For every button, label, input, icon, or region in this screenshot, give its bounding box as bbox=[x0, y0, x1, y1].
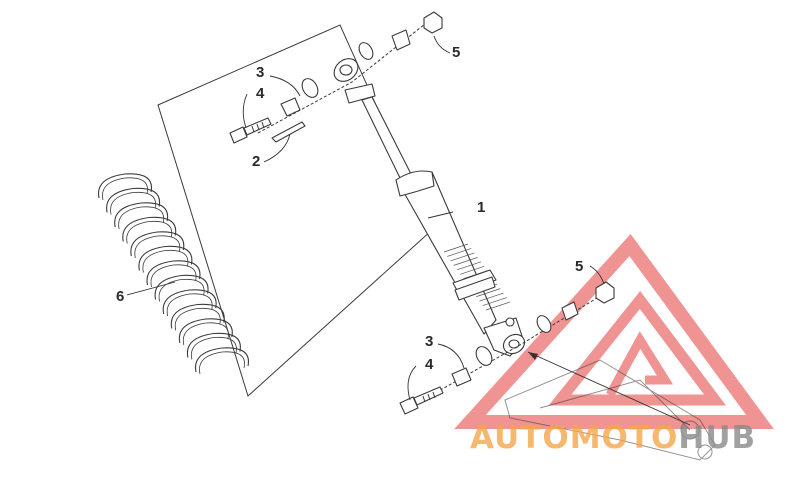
coil-spring bbox=[97, 173, 250, 375]
shock-thread-line bbox=[447, 248, 472, 257]
watermark-brand-automoto: AUTOMOTO bbox=[470, 420, 678, 456]
watermark-brand-hub: HUB bbox=[678, 420, 756, 456]
spring-coil-inner bbox=[126, 220, 173, 244]
watermark-text: AUTOMOTOHUB bbox=[470, 420, 756, 456]
lower-control-arm-ghost bbox=[504, 359, 716, 461]
spring-coil bbox=[106, 187, 161, 213]
spring-coil bbox=[170, 303, 225, 329]
callout-upper-nut: 5 bbox=[452, 44, 460, 61]
spring-coil-inner bbox=[118, 206, 165, 230]
shock-thread-line bbox=[450, 252, 475, 262]
callout-upper-bushing: 3 bbox=[256, 64, 264, 81]
lower-bushing bbox=[451, 367, 472, 387]
leader-lines bbox=[126, 35, 605, 401]
logo-outer-triangle bbox=[454, 233, 774, 429]
spring-coil bbox=[178, 318, 233, 344]
spring-coil bbox=[162, 289, 217, 315]
callout-shock-absorber: 1 bbox=[477, 199, 485, 216]
spring-coil bbox=[138, 245, 193, 271]
shock-thread-line bbox=[479, 292, 504, 302]
spring-coil-inner bbox=[110, 191, 157, 215]
spring-coil bbox=[122, 216, 177, 242]
lower-hardware bbox=[399, 281, 691, 426]
spring-coil bbox=[154, 274, 209, 300]
spring-coil bbox=[194, 347, 250, 373]
spring-coil-inner bbox=[134, 235, 181, 259]
shock-thread-line bbox=[460, 265, 485, 275]
shock-thread-line bbox=[476, 288, 501, 297]
spring-group-outline bbox=[157, 24, 433, 397]
upper-bolt bbox=[229, 117, 272, 144]
shock-thread-line bbox=[453, 257, 478, 266]
spring-coil-inner bbox=[166, 293, 213, 317]
spring-coil-inner bbox=[174, 307, 221, 331]
upper-nut bbox=[423, 11, 443, 34]
upper-bushing bbox=[280, 97, 301, 117]
upper-hardware bbox=[229, 11, 443, 144]
callout-upper-bolt: 4 bbox=[256, 85, 265, 102]
callout-pin-clip: 2 bbox=[252, 153, 260, 170]
callout-lower-nut: 5 bbox=[575, 258, 583, 275]
shock-absorber bbox=[333, 58, 526, 357]
spring-coil bbox=[114, 202, 169, 228]
callout-spring: 6 bbox=[116, 288, 124, 305]
shock-thread-line bbox=[456, 261, 482, 271]
shock-thread-line bbox=[443, 243, 469, 253]
spring-coil-inner bbox=[190, 336, 237, 360]
spring-coil bbox=[130, 231, 185, 257]
lower-bolt bbox=[399, 386, 444, 415]
spring-coil-inner bbox=[182, 322, 229, 346]
spring-coil-inner bbox=[150, 264, 197, 288]
spring-coil bbox=[97, 173, 153, 199]
pin-clip bbox=[271, 121, 306, 143]
spring-coil-inner bbox=[199, 351, 245, 375]
spring-coil-inner bbox=[102, 177, 148, 201]
spring-coil-inner bbox=[158, 278, 205, 302]
spring-coil bbox=[146, 260, 201, 286]
shock-thread-line bbox=[482, 297, 507, 306]
svg-text:AUTOMOTOHUB: AUTOMOTOHUB bbox=[470, 420, 756, 456]
spring-coil-inner bbox=[142, 249, 189, 273]
callouts: 1 3 4 2 5 6 5 3 4 bbox=[116, 44, 583, 373]
logo-inner-mark bbox=[606, 331, 674, 398]
callout-lower-bolt: 4 bbox=[425, 356, 434, 373]
logo-inner-triangle bbox=[548, 291, 726, 406]
lower-nut bbox=[595, 281, 615, 304]
shock-thread-line bbox=[485, 301, 511, 311]
callout-lower-bushing: 3 bbox=[425, 333, 433, 350]
automotohub-logo-watermark bbox=[454, 233, 774, 429]
spring-coil bbox=[186, 332, 241, 358]
